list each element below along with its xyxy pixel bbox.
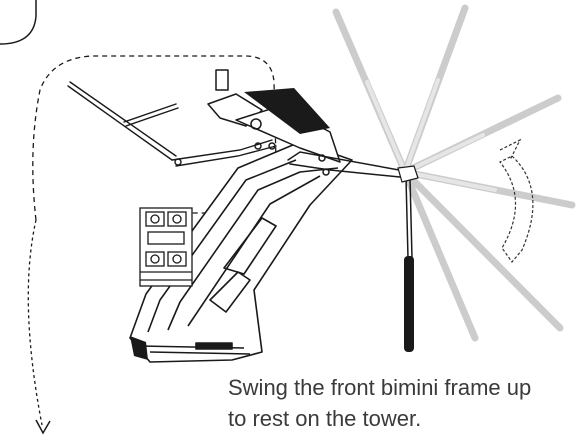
dashed-callout-loop xyxy=(32,55,277,221)
front-frame-grip xyxy=(404,256,414,352)
corner-bracket xyxy=(0,0,37,45)
ghost-frame-positions xyxy=(332,4,576,342)
rear-bimini-frame xyxy=(67,81,277,167)
tower-foot xyxy=(130,336,148,360)
tower-top-mechanism xyxy=(207,69,341,163)
hinge-hardware xyxy=(139,207,193,287)
caption-line-1: Swing the front bimini frame up xyxy=(228,375,532,400)
pivot-detail xyxy=(397,165,419,183)
caption-line-2: to rest on the tower. xyxy=(228,406,422,431)
tower-leg xyxy=(129,141,353,363)
rotation-arrow-icon xyxy=(499,138,534,263)
top-canopy xyxy=(244,88,330,134)
dashed-callout-arrow-icon xyxy=(27,219,43,426)
instruction-caption: Swing the front bimini frame up to rest … xyxy=(228,372,574,434)
